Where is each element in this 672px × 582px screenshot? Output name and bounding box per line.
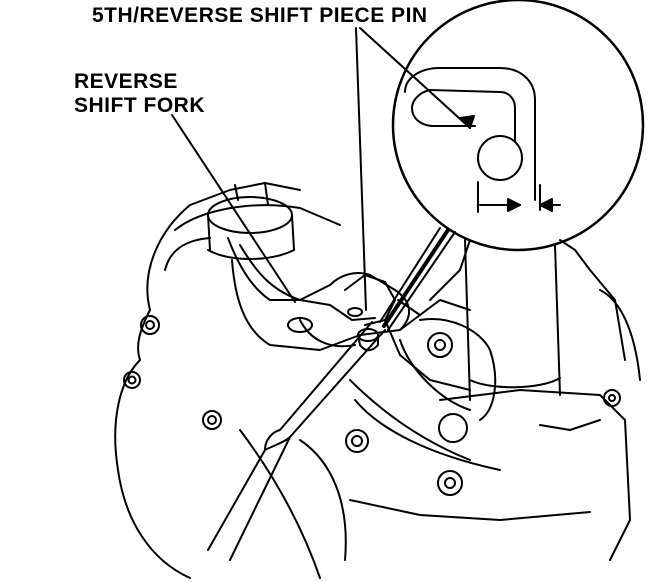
transmission-housing bbox=[115, 183, 640, 578]
screwdriver-tool bbox=[208, 322, 385, 560]
shift-piece-pin bbox=[358, 329, 378, 350]
inset-projection-lines bbox=[380, 228, 455, 330]
shift-piece-pin-label: 5TH/REVERSE SHIFT PIECE PIN bbox=[92, 4, 428, 27]
reverse-shift-fork-label-line1: REVERSE bbox=[74, 70, 178, 93]
magnified-inset bbox=[393, 0, 643, 250]
reverse-shift-fork-label-line2: SHIFT FORK bbox=[74, 94, 205, 117]
label-leader-lines bbox=[172, 28, 474, 310]
reverse-shift-fork-label: REVERSE SHIFT FORK bbox=[74, 70, 205, 118]
housing-bolt-holes bbox=[124, 316, 620, 495]
reverse-shift-fork bbox=[240, 245, 470, 390]
